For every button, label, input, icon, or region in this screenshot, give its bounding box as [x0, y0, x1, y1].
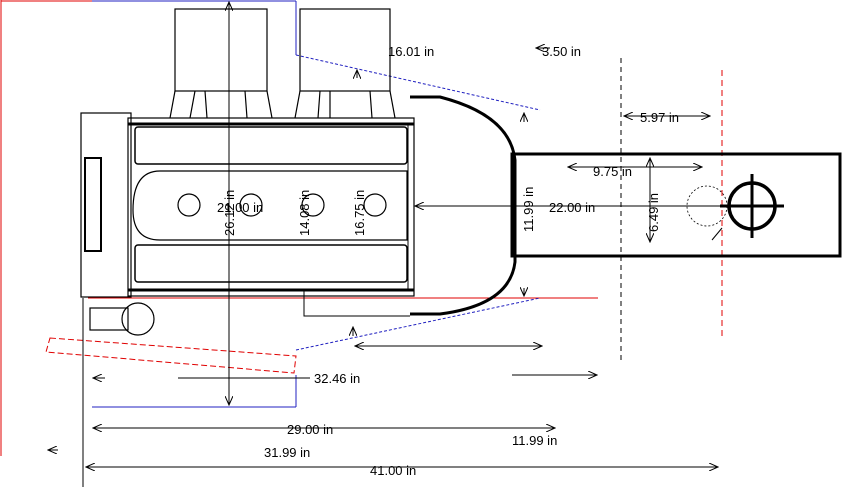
blue-reference-lines — [92, 0, 541, 408]
mount-bracket — [303, 290, 410, 317]
dim-21-00: 21.00 in — [217, 200, 263, 215]
cylinder-circles — [177, 193, 387, 217]
dim-16-01: 16.01 in — [388, 44, 434, 59]
dim-26-12: 26.12 in — [222, 190, 237, 236]
dim-32-46: 32.46 in — [314, 371, 360, 386]
dim-9-75: 9.75 in — [593, 164, 632, 179]
intake-boxes — [169, 8, 396, 119]
alternator — [89, 302, 155, 336]
dim-5-97: 5.97 in — [640, 110, 679, 125]
dim-16-75: 16.75 in — [352, 190, 367, 236]
dim-14-08: 14.08 in — [297, 190, 312, 236]
dim-3-50: 3.50 in — [542, 44, 581, 59]
dim-41-00: 41.00 in — [370, 463, 416, 478]
red-reference-lines — [0, 0, 723, 456]
bellhousing — [410, 95, 517, 316]
dimension-lines — [48, 2, 755, 467]
transmission-housing — [510, 152, 842, 258]
dimension-labels: 16.01 in 3.50 in 5.97 in 9.75 in 21.00 i… — [217, 44, 679, 478]
dim-22-00: 22.00 in — [549, 200, 595, 215]
dim-31-99: 31.99 in — [264, 445, 310, 460]
dim-6-49: 6.49 in — [646, 193, 661, 232]
dim-29-00: 29.00 in — [287, 422, 333, 437]
dim-11-99-vertical: 11.99 in — [521, 187, 536, 232]
dim-11-99-horizontal: 11.99 in — [512, 433, 557, 448]
